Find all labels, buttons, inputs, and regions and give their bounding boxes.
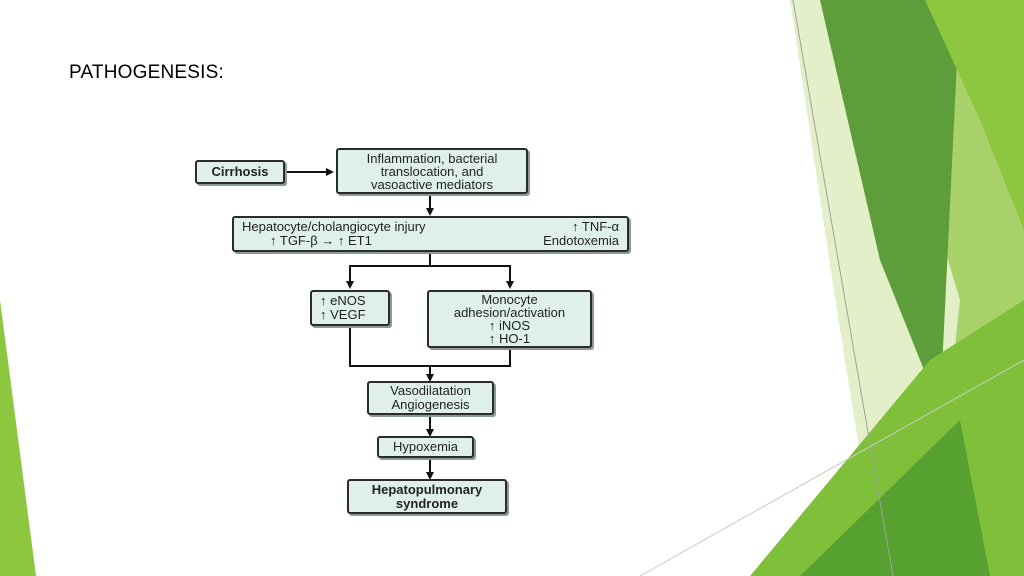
- injury-right-line-1: ↑ TNF-α: [572, 219, 619, 234]
- vasodilatation-line-2: Angiogenesis: [391, 397, 470, 412]
- enos-line-2: ↑ VEGF: [320, 307, 366, 322]
- hypoxemia-label: Hypoxemia: [392, 439, 459, 454]
- hps-line-2: syndrome: [395, 495, 459, 511]
- monocyte-line-1: Monocyte: [481, 292, 538, 307]
- monocyte-line-2: adhesion/activation: [453, 305, 566, 320]
- inflammation-line-3: vasoactive mediators: [370, 176, 494, 192]
- inflammation-box: Inflammation, bacterial translocation, a…: [336, 148, 528, 194]
- vasodilatation-line-1: Vasodilatation: [390, 383, 471, 398]
- connector-injury-split-right: [430, 265, 514, 289]
- slide-title: PATHOGENESIS:: [69, 62, 224, 83]
- hps-line-1: Hepatopulmonary: [371, 481, 483, 497]
- injury-row-2: ↑ TGF-β → ↑ ET1 Endotoxemia: [242, 234, 619, 248]
- right-dark-facet: [820, 0, 960, 410]
- connector-injury-split: [346, 252, 431, 289]
- enos-box: ↑ eNOS ↑ VEGF: [310, 290, 390, 326]
- decor-thin-line-2: [639, 359, 1024, 576]
- right-bottom-dark-facet: [800, 420, 990, 576]
- injury-left-line-2: ↑ TGF-β → ↑ ET1: [270, 233, 372, 248]
- monocyte-line-3: ↑ iNOS: [488, 318, 531, 333]
- decor-thin-line: [792, 0, 894, 576]
- connector-enos-merge: [349, 326, 430, 367]
- cirrhosis-box: Cirrhosis: [195, 160, 285, 184]
- hypoxemia-box: Hypoxemia: [377, 436, 474, 458]
- injury-box: Hepatocyte/cholangiocyte injury ↑ TNF-α …: [232, 216, 629, 252]
- cirrhosis-label: Cirrhosis: [211, 164, 269, 179]
- hepatopulmonary-syndrome-box: Hepatopulmonary syndrome: [347, 479, 507, 514]
- monocyte-box: Monocyte adhesion/activation ↑ iNOS ↑ HO…: [427, 290, 592, 348]
- vasodilatation-box: Vasodilatation Angiogenesis: [367, 381, 494, 415]
- inflammation-line-1: Inflammation, bacterial: [366, 150, 498, 166]
- injury-left-line-1: Hepatocyte/cholangiocyte injury: [242, 219, 426, 234]
- monocyte-line-4: ↑ HO-1: [488, 331, 531, 346]
- inflammation-line-2: translocation, and: [380, 163, 484, 179]
- connector-monocyte-merge: [430, 348, 511, 367]
- left-green-sliver: [0, 300, 36, 576]
- injury-right-line-2: Endotoxemia: [543, 233, 619, 248]
- injury-row-1: Hepatocyte/cholangiocyte injury ↑ TNF-α: [242, 220, 619, 234]
- enos-line-1: ↑ eNOS: [320, 293, 366, 308]
- right-top-facet: [925, 0, 1024, 230]
